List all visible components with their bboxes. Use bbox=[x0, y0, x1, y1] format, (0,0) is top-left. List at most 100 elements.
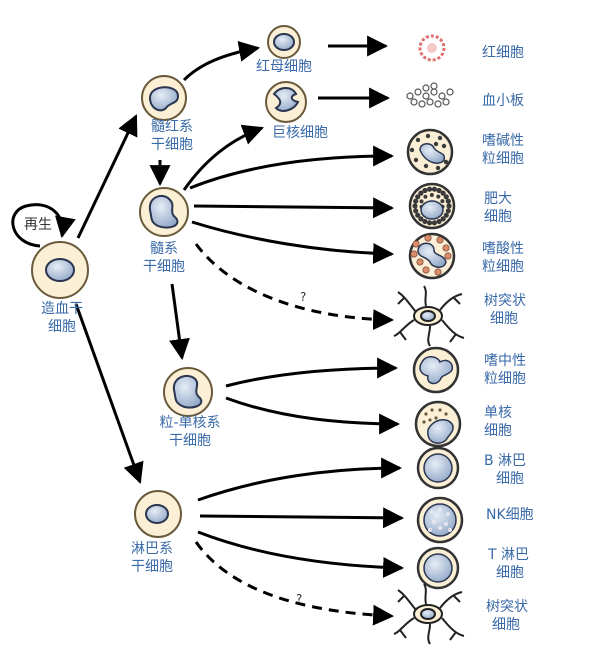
arrow-to-nk-cell bbox=[199, 507, 405, 529]
t-cell bbox=[416, 546, 460, 590]
granule bbox=[409, 147, 415, 153]
gm-stem-label-line2: 干细胞 bbox=[169, 433, 211, 449]
monocyte-cell bbox=[414, 400, 462, 448]
myeloid-stem-cell bbox=[139, 187, 189, 237]
dendritic-cell-lymphoid bbox=[393, 583, 465, 645]
terminal-label-dendritic-myeloid: 树突状 细胞 bbox=[484, 292, 526, 328]
myeloid-label: 髓系 干细胞 bbox=[124, 240, 204, 276]
terminal-label-mast: 肥大 细胞 bbox=[484, 190, 512, 226]
granule bbox=[415, 212, 421, 218]
terminal-label-mast-line1: 肥大 bbox=[484, 191, 512, 207]
granule bbox=[428, 528, 432, 532]
terminal-label-dendritic-lymphoid-line1: 树突状 bbox=[486, 599, 528, 615]
platelet bbox=[442, 98, 450, 106]
terminal-label-b-cell: B 淋巴 细胞 bbox=[484, 452, 526, 488]
granule bbox=[440, 216, 446, 222]
dendritic-cell-myeloid bbox=[393, 285, 465, 347]
granule bbox=[445, 208, 451, 214]
terminal-label-eosinophil-line1: 嗜酸性 bbox=[482, 241, 524, 257]
granule bbox=[434, 268, 442, 276]
granule bbox=[422, 266, 430, 274]
granule bbox=[422, 218, 428, 225]
terminal-label-dendritic-myeloid-line2: 细胞 bbox=[490, 311, 518, 327]
unknown-mark-myeloid: ? bbox=[300, 290, 307, 304]
platelet bbox=[422, 84, 430, 92]
granule bbox=[426, 186, 433, 192]
arrow-to-dendritic-myeloid bbox=[194, 243, 395, 331]
granule bbox=[440, 199, 445, 204]
platelet bbox=[406, 92, 414, 100]
granule bbox=[416, 258, 424, 266]
granule bbox=[433, 141, 439, 147]
granule bbox=[443, 212, 449, 218]
b-cell bbox=[416, 446, 460, 490]
hsc-label-line1: 造血干 bbox=[41, 301, 83, 317]
granule bbox=[444, 412, 448, 416]
granule bbox=[418, 190, 424, 196]
granule bbox=[426, 220, 433, 226]
terminal-label-eosinophil-line2: 粒细胞 bbox=[482, 259, 524, 275]
granule bbox=[419, 199, 424, 204]
lymphoid-stem-label: 淋巴系 干细胞 bbox=[112, 540, 192, 576]
neutrophil-cell bbox=[412, 346, 460, 394]
platelet bbox=[446, 88, 454, 96]
granule bbox=[412, 203, 418, 209]
terminal-label-rbc: 红细胞 bbox=[482, 44, 524, 62]
granule bbox=[436, 194, 441, 199]
terminal-label-monocyte-line2: 细胞 bbox=[484, 423, 512, 439]
terminal-label-dendritic-lymphoid-line2: 细胞 bbox=[492, 617, 520, 633]
granule bbox=[436, 187, 442, 194]
arrow-to-dendritic-lymphoid bbox=[194, 541, 395, 626]
arrow-to-megakaryocyte bbox=[182, 124, 264, 191]
granule bbox=[444, 522, 448, 526]
granule bbox=[429, 193, 434, 198]
arrow-to-neutrophil bbox=[225, 357, 399, 388]
hsc-label-line2: 细胞 bbox=[48, 319, 76, 335]
erythroblast-cell bbox=[267, 25, 301, 59]
platelet bbox=[410, 98, 418, 106]
platelet bbox=[434, 100, 442, 108]
platelet bbox=[430, 82, 438, 90]
unknown-mark-lymphoid: ? bbox=[296, 592, 303, 606]
platelet bbox=[422, 92, 430, 100]
platelet bbox=[438, 92, 446, 100]
myeloid-erythroid-stem-cell bbox=[141, 75, 187, 121]
granule bbox=[430, 510, 434, 514]
granule bbox=[436, 218, 442, 225]
granule bbox=[410, 250, 418, 258]
granule bbox=[437, 135, 443, 141]
terminal-label-rbc-line1: 红细胞 bbox=[482, 45, 524, 61]
granule bbox=[443, 194, 449, 200]
platelet bbox=[418, 100, 426, 108]
granule bbox=[435, 165, 441, 171]
granule bbox=[434, 416, 438, 420]
erythroblast-label: 红母细胞 bbox=[256, 59, 312, 75]
terminal-label-monocyte: 单核 细胞 bbox=[484, 404, 512, 440]
granule bbox=[424, 234, 432, 242]
platelet bbox=[430, 88, 438, 96]
terminal-label-platelets-line1: 血小板 bbox=[482, 93, 524, 109]
lymphoid-stem-cell bbox=[134, 490, 182, 538]
hsc-label: 造血干 细胞 bbox=[22, 300, 102, 336]
granule bbox=[422, 187, 428, 194]
granule bbox=[413, 208, 419, 214]
granule bbox=[438, 408, 442, 412]
granule bbox=[441, 143, 447, 149]
granule bbox=[415, 194, 421, 200]
gm-stem-label: 粒-单核系 干细胞 bbox=[140, 414, 240, 450]
gm-stem-cell bbox=[163, 367, 213, 417]
granule bbox=[422, 420, 426, 424]
terminal-label-dendritic-lymphoid: 树突状 细胞 bbox=[486, 598, 528, 634]
granule bbox=[425, 133, 431, 139]
terminal-label-t-cell-line1: T 淋巴 bbox=[488, 547, 530, 563]
granule bbox=[418, 216, 424, 222]
granule bbox=[440, 190, 446, 196]
arrow-to-eosinophil bbox=[191, 220, 395, 264]
terminal-label-eosinophil: 嗜酸性 粒细胞 bbox=[482, 240, 524, 276]
granule bbox=[415, 137, 421, 143]
arrow-to-mast bbox=[193, 197, 395, 219]
granule bbox=[444, 252, 452, 260]
terminal-label-t-cell: T 淋巴 细胞 bbox=[488, 546, 529, 582]
granule bbox=[443, 159, 449, 165]
